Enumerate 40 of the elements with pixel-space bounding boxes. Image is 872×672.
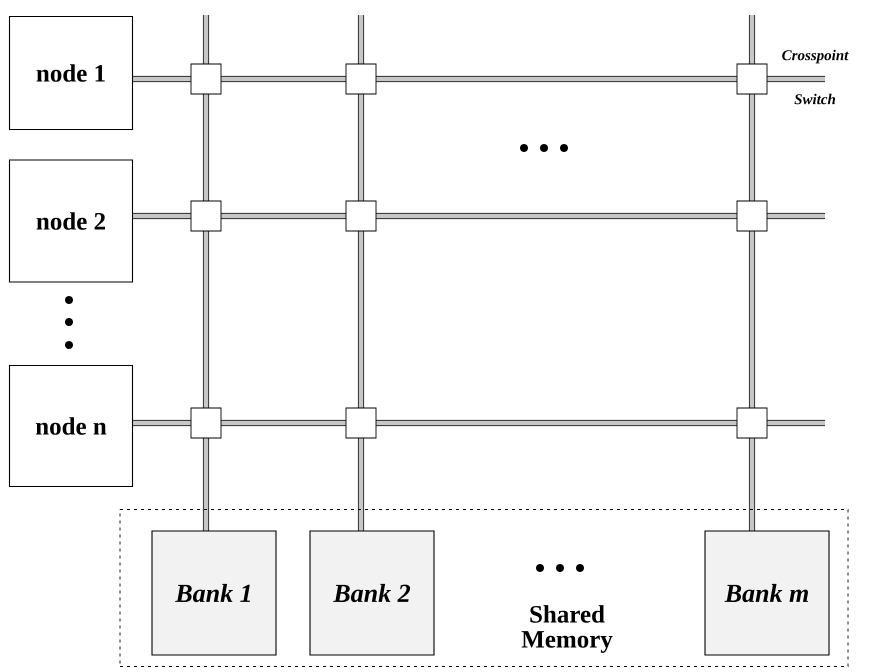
- bus-line: [221, 76, 346, 82]
- memory-bank-box: Bank 1: [151, 530, 277, 656]
- bus-line: [202, 15, 210, 64]
- bus-line: [358, 94, 364, 201]
- bus-line: [132, 76, 191, 82]
- bus-line: [748, 94, 756, 201]
- bus-line: [748, 231, 756, 408]
- bus-line: [767, 76, 826, 82]
- bus-line: [202, 94, 210, 201]
- bus-line: [767, 420, 826, 426]
- processor-box: node 1: [8, 16, 134, 130]
- crosspoint-switch: [736, 200, 768, 232]
- bus-line: [376, 420, 737, 426]
- crosspoint-switch: [736, 408, 768, 438]
- crosspoint-switch: [346, 64, 376, 94]
- crosspoint-switch: [190, 64, 222, 94]
- bus-line: [767, 212, 826, 220]
- bus-line: [221, 420, 346, 426]
- crosspoint-switch: [346, 408, 376, 438]
- crosspoint-switch: [190, 408, 222, 438]
- bus-line: [132, 420, 191, 426]
- bus-line: [748, 15, 756, 64]
- bus-line: [376, 76, 737, 82]
- memory-bank-box: Bank m: [704, 530, 830, 656]
- bus-line: [221, 212, 346, 220]
- bus-line: [358, 438, 364, 531]
- bus-line: [202, 438, 210, 531]
- bus-line: [748, 438, 756, 531]
- crosspoint-switch: [736, 64, 768, 94]
- bus-line: [358, 231, 364, 408]
- bus-line: [358, 15, 364, 64]
- bus-line: [376, 212, 737, 220]
- crosspoint-switch: [190, 200, 222, 232]
- memory-bank-box: Bank 2: [309, 530, 435, 656]
- processor-box: node 2: [8, 159, 134, 283]
- bus-line: [202, 231, 210, 408]
- bus-line: [132, 212, 191, 220]
- switch-caption: Crosspoint Switch: [782, 50, 849, 104]
- crosspoint-switch: [346, 200, 376, 232]
- processor-box: node n: [8, 364, 134, 488]
